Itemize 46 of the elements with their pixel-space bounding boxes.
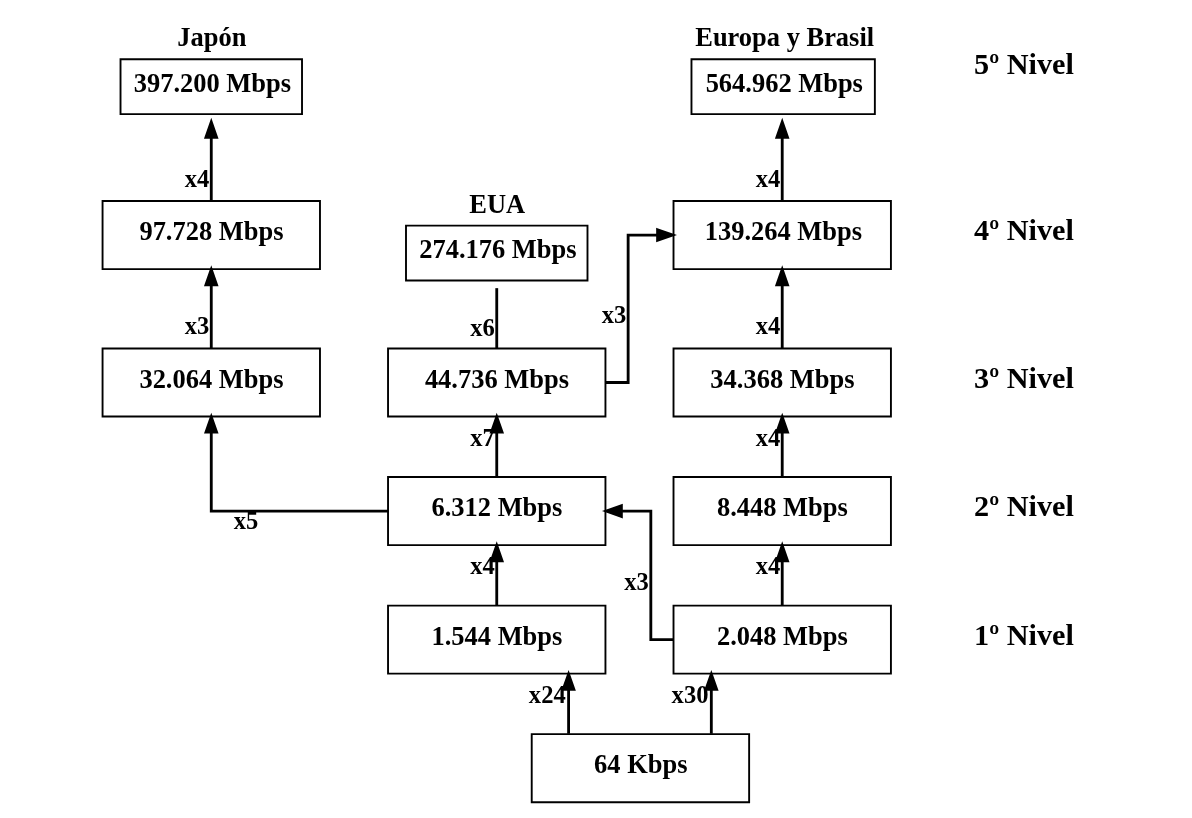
edge-label: x24 — [528, 680, 566, 708]
node-box: 8.448 Mbps — [672, 476, 892, 547]
arrow — [774, 412, 790, 477]
label: 1º Nivel — [974, 617, 1074, 652]
node-label: Japón — [177, 22, 247, 53]
arrow — [774, 541, 790, 606]
node-box: 274.176 Mbps — [405, 224, 589, 282]
label: 5º Nivel — [974, 46, 1074, 81]
edge-label: x3 — [624, 567, 649, 595]
node-label: EUA — [469, 188, 526, 219]
node-label: Europa y Brasil — [695, 22, 875, 53]
node-box: 32.064 Mbps — [101, 347, 321, 418]
arrow — [489, 541, 505, 606]
arrow — [605, 227, 677, 384]
edge-label: x4 — [184, 164, 210, 192]
edge-label: x3 — [184, 312, 210, 340]
arrow — [601, 503, 674, 642]
arrow — [203, 412, 388, 513]
node-box: 564.962 Mbps — [690, 58, 876, 115]
node-box: 139.264 Mbps — [672, 200, 892, 271]
edge-label: x5 — [233, 506, 259, 534]
edge-label: x4 — [755, 312, 781, 340]
arrow — [774, 265, 790, 349]
node-box: 2.048 Mbps — [672, 604, 892, 675]
arrow — [203, 117, 219, 201]
node-box: 97.728 Mbps — [101, 200, 321, 271]
edge-label: x3 — [601, 301, 627, 328]
arrow — [489, 412, 505, 477]
arrow — [561, 669, 576, 734]
node-box: 1.544 Mbps — [387, 604, 607, 675]
edge-label: x30 — [671, 680, 709, 708]
node-box: 397.200 Mbps — [119, 58, 303, 115]
edge-label: x4 — [755, 423, 781, 451]
node-box: 64 Kbps — [530, 733, 751, 804]
label: 2º Nivel — [974, 489, 1074, 524]
node-box: 34.368 Mbps — [672, 347, 892, 418]
arrow — [704, 669, 719, 734]
label: 3º Nivel — [974, 360, 1074, 395]
arrow — [203, 265, 219, 349]
label: 4º Nivel — [974, 213, 1074, 248]
node-box: 6.312 Mbps — [387, 476, 607, 547]
node-box: 44.736 Mbps — [387, 347, 607, 418]
edge-label: x6 — [470, 314, 495, 342]
connector — [495, 288, 499, 349]
edge-label: x4 — [755, 164, 781, 192]
arrow — [774, 117, 790, 201]
